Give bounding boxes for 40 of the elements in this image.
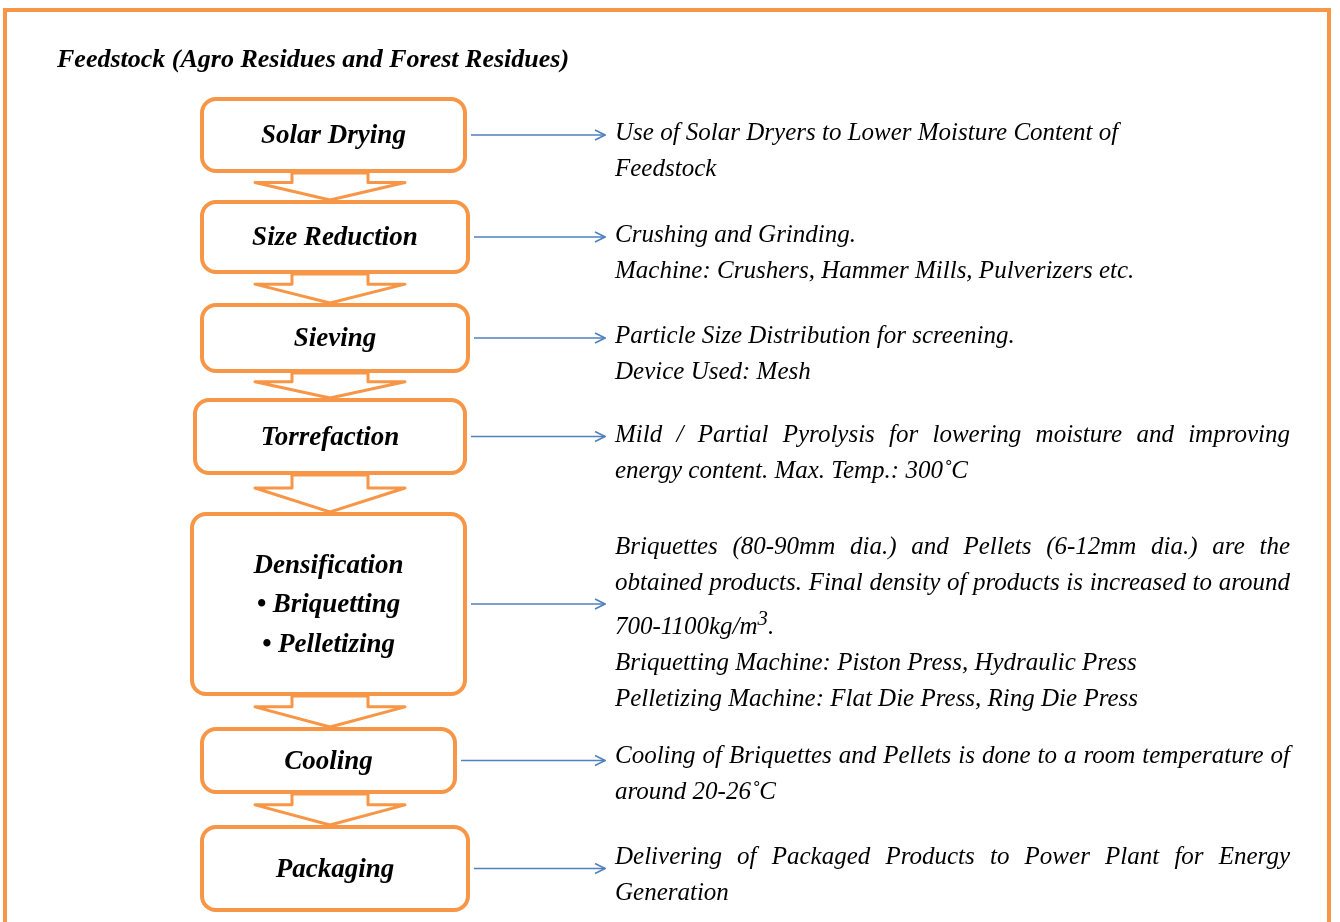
block-arrow [253,792,407,827]
process-box [190,512,467,696]
arrow [473,332,606,344]
arrow [470,430,606,443]
step-label: Solar Drying [261,118,406,152]
step-label: Cooling [284,743,373,777]
step-label: Torrefaction [260,419,400,453]
description-text: Device Used: Mesh [615,356,812,386]
arrow [460,754,606,767]
step-label: Densification [253,548,404,582]
step-label: Sieving [293,321,377,355]
block-arrow [253,371,407,400]
arrow [473,862,606,875]
description-text: Briquettes (80-90mm dia.) and Pellets (6-12mm dia.) are the obtained products. Final density of products is increased to around 700-1100kg/m$^{3}$. [615,531,1290,642]
block-arrow [253,272,407,305]
bullet-item: • Briquetting [256,587,401,621]
process-box [200,303,470,373]
process-box [200,200,470,274]
bullet-item: • Pelletizing [261,626,396,660]
arrow [470,598,606,610]
step-label: Packaging [275,851,395,885]
block-arrow [253,473,407,514]
process-box [200,727,457,794]
heading: Feedstock (Agro Residues and Forest Residues) [57,44,570,74]
description-text: Briquetting Machine: Piston Press, Hydraulic Press [615,647,1138,678]
description-text: Machine: Crushers, Hammer Mills, Pulverizers etc. [615,255,1136,285]
description-text: Delivering of Packaged Products to Power Plant for Energy Generation [615,841,1290,907]
process-box [200,825,470,912]
step-label: Size Reduction [252,220,418,254]
description-text: Particle Size Distribution for screening. [615,320,1016,350]
arrow [473,231,606,243]
block-arrow [253,171,407,202]
description-text: Crushing and Grinding. [615,219,857,249]
description-text: Mild / Partial Pyrolysis for lowering moisture and improving energy content. Max. Temp.: 300˚C [615,419,1290,485]
process-box [193,398,467,475]
description-text: Use of Solar Dryers to Lower Moisture Content of Feedstock [615,117,1122,183]
description-text: Pelletizing Machine: Flat Die Press, Ring Die Press [615,683,1140,714]
arrow [470,129,606,141]
block-arrow [253,694,407,729]
process-box [200,97,467,173]
